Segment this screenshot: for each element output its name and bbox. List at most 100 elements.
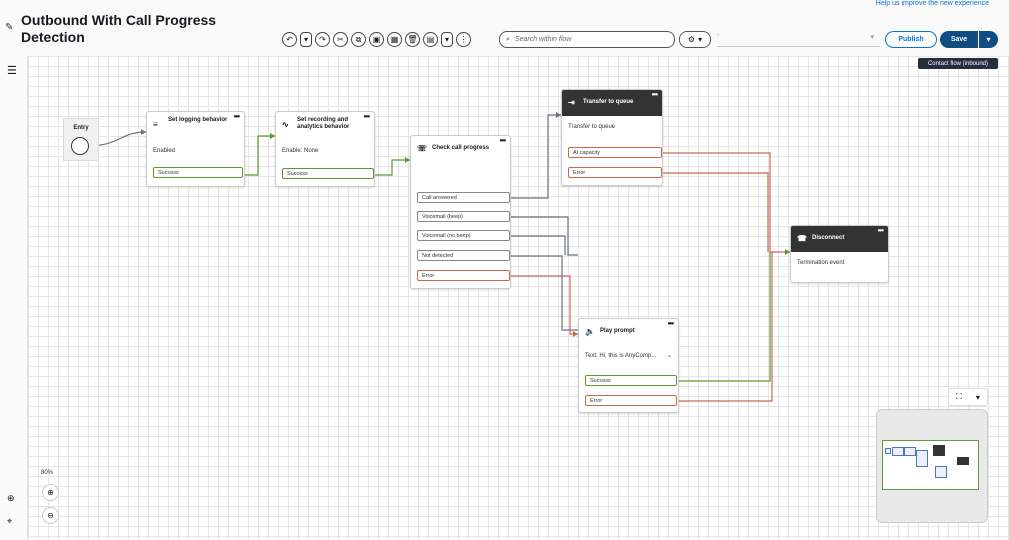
sidebar bbox=[0, 56, 28, 540]
minimap-node bbox=[904, 447, 916, 456]
undo-icon[interactable]: ↶ bbox=[282, 32, 297, 47]
block-header: ⇥ Transfer to queue ••• bbox=[562, 90, 662, 116]
more-options-dots-icon[interactable]: ••• bbox=[499, 136, 506, 145]
publish-button[interactable]: Publish bbox=[885, 31, 937, 48]
arrow-logging-icon bbox=[141, 129, 146, 135]
settings-button[interactable]: ⚙ ▾ bbox=[679, 31, 711, 48]
improve-experience-link[interactable]: Help us improve the new experience bbox=[875, 0, 989, 7]
block-title: Disconnect bbox=[812, 235, 845, 241]
analytics-icon: ∿ bbox=[282, 120, 289, 129]
minimap-node bbox=[892, 447, 904, 456]
arrow-progress-icon bbox=[405, 157, 410, 163]
add-icon[interactable]: ⊕ bbox=[7, 493, 15, 503]
minimap[interactable] bbox=[876, 409, 988, 523]
edit-pencil-icon[interactable]: ✎ bbox=[5, 22, 14, 33]
entry-node[interactable]: Entry bbox=[63, 118, 99, 161]
more-options-dots-icon[interactable]: ••• bbox=[877, 226, 884, 235]
branch-recording-success[interactable]: Success bbox=[282, 168, 374, 179]
minimap-node bbox=[885, 448, 891, 454]
more-options-icon[interactable]: ⋮ bbox=[456, 32, 471, 47]
block-title: Set logging behavior bbox=[168, 117, 228, 123]
branch-voicemail-beep[interactable]: Voicemail (beep) bbox=[417, 211, 510, 222]
connector-logging-success bbox=[244, 135, 275, 176]
copy-icon[interactable]: ⧉ bbox=[351, 32, 366, 47]
connector-voicemail-no-beep bbox=[510, 235, 566, 255]
save-menu-chevron-icon[interactable]: ▾ bbox=[979, 31, 998, 48]
header: Help us improve the new experience ✎ Out… bbox=[0, 0, 1009, 56]
block-body: Enable: None bbox=[282, 148, 319, 154]
connector-queue-error bbox=[662, 172, 769, 252]
prompt-text: Text: Hi, this is AnyComp... bbox=[585, 353, 657, 359]
grid-icon[interactable]: ▦ bbox=[387, 32, 402, 47]
more-options-dots-icon[interactable]: ••• bbox=[651, 90, 658, 99]
flow-select[interactable]: - ▾ bbox=[717, 32, 880, 47]
entry-start-icon bbox=[71, 137, 89, 155]
search-placeholder: Search within flow bbox=[514, 36, 572, 43]
delete-icon[interactable]: 🗑 bbox=[405, 32, 420, 47]
arrow-recording-icon bbox=[270, 133, 275, 139]
block-title: Transfer to queue bbox=[583, 99, 634, 105]
search-icon: ⌕ bbox=[506, 35, 510, 43]
select-value: - bbox=[717, 32, 720, 39]
zoom-in-icon[interactable]: ⊕ bbox=[42, 484, 59, 501]
connector-call-answered bbox=[510, 114, 561, 199]
fit-screen-icon[interactable]: ⛶ bbox=[956, 392, 962, 401]
more-options-dots-icon[interactable]: ••• bbox=[667, 319, 674, 328]
branch-queue-error[interactable]: Error bbox=[568, 167, 662, 178]
block-header: ∿ Set recording and analytics behavior •… bbox=[276, 112, 374, 138]
block-body: Termination event bbox=[797, 260, 845, 266]
branch-queue-at-capacity[interactable]: At capacity bbox=[568, 147, 662, 158]
logging-icon: ≡ bbox=[153, 120, 158, 129]
prompt-text-dropdown[interactable]: Text: Hi, this is AnyComp... ⌄ bbox=[579, 345, 678, 363]
more-options-dots-icon[interactable]: ••• bbox=[233, 112, 240, 121]
page-title: Outbound With Call Progress Detection bbox=[21, 12, 217, 45]
queue-transfer-icon: ⇥ bbox=[568, 98, 575, 107]
branch-progress-error[interactable]: Error bbox=[417, 270, 510, 281]
block-title: Check call progress bbox=[432, 145, 490, 151]
fit-view-control[interactable]: ⛶ ▾ bbox=[948, 388, 988, 406]
hang-up-icon: ☎ bbox=[797, 234, 807, 243]
undo-menu-chevron-icon[interactable]: ▾ bbox=[300, 32, 312, 47]
branch-prompt-success[interactable]: Success bbox=[585, 375, 677, 386]
block-disconnect[interactable]: ☎ Disconnect ••• Termination event bbox=[790, 225, 889, 283]
connector-recording-success bbox=[374, 159, 410, 176]
select-chevron-icon: ▾ bbox=[870, 34, 874, 41]
connector-prompt-error bbox=[677, 252, 773, 402]
paste-icon[interactable]: ▣ bbox=[369, 32, 384, 47]
branch-prompt-error[interactable]: Error bbox=[585, 395, 677, 406]
tag-icon[interactable]: ⌖ bbox=[7, 516, 13, 526]
block-header: ☏ Check call progress ••• bbox=[411, 136, 510, 162]
branch-logging-success[interactable]: Success bbox=[153, 167, 243, 178]
branch-call-answered[interactable]: Call answered bbox=[417, 192, 510, 203]
phone-icon: ☏ bbox=[417, 144, 428, 153]
block-header: 🔈 Play prompt ••• bbox=[579, 319, 678, 345]
minimap-node bbox=[935, 466, 947, 478]
layout-menu-chevron-icon[interactable]: ▾ bbox=[441, 32, 453, 47]
minimap-node bbox=[933, 445, 945, 456]
branch-voicemail-no-beep[interactable]: Voicemail (no beep) bbox=[417, 230, 510, 241]
toolbar: ↶ ▾ ↷ ✂ ⧉ ▣ ▦ 🗑 ▤ ▾ ⋮ bbox=[282, 31, 471, 48]
save-button[interactable]: Save bbox=[940, 31, 978, 48]
connector-prompt-success bbox=[677, 252, 771, 382]
block-body: Transfer to queue bbox=[568, 124, 616, 130]
speaker-icon: 🔈 bbox=[585, 327, 595, 336]
entry-label: Entry bbox=[73, 125, 89, 131]
menu-icon[interactable]: ☰ bbox=[7, 65, 17, 77]
branch-not-detected[interactable]: Not detected bbox=[417, 250, 510, 261]
zoom-out-icon[interactable]: ⊖ bbox=[42, 507, 59, 524]
cut-icon[interactable]: ✂ bbox=[333, 32, 348, 47]
search-input[interactable]: ⌕ Search within flow bbox=[499, 31, 675, 48]
zoom-level: 80% bbox=[41, 470, 54, 476]
block-title: Play prompt bbox=[600, 328, 635, 334]
connector-voicemail-beep bbox=[510, 216, 578, 256]
fit-menu-chevron-icon[interactable]: ▾ bbox=[975, 392, 980, 402]
minimap-node bbox=[957, 457, 969, 465]
more-options-dots-icon[interactable]: ••• bbox=[363, 112, 370, 121]
arrow-queue-icon bbox=[556, 112, 561, 118]
layout-icon[interactable]: ▤ bbox=[423, 32, 438, 47]
connector-not-detected bbox=[510, 255, 578, 331]
minimap-node bbox=[916, 450, 928, 467]
redo-icon[interactable]: ↷ bbox=[315, 32, 330, 47]
flow-type-badge: Contact flow (inbound) bbox=[918, 58, 998, 69]
